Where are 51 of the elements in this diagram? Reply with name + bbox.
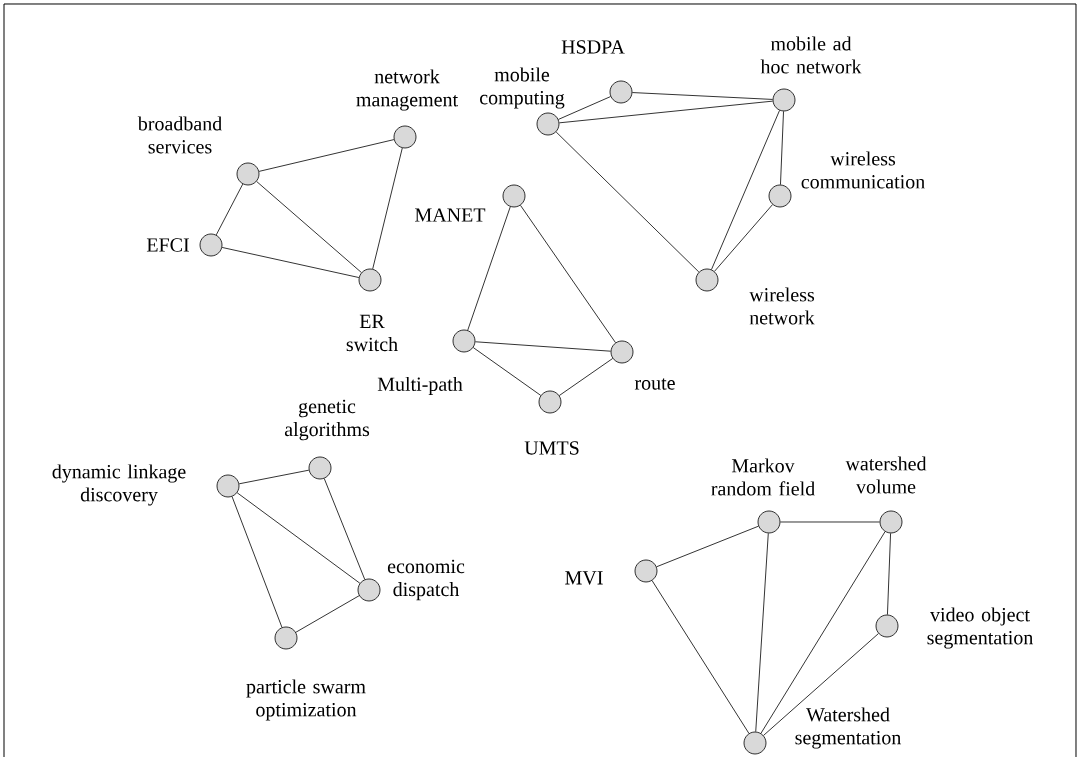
node-label: watershed volume (845, 456, 927, 494)
edge-line (558, 100, 774, 124)
edge-line (467, 206, 511, 331)
edge-line (236, 492, 361, 584)
edge-line (295, 595, 360, 633)
node-label: mobile ad hoc network (760, 36, 862, 74)
node-label: MVI (565, 571, 603, 585)
node-label: economic dispatch (387, 559, 465, 601)
edge-line (372, 147, 403, 270)
node-label: genetic algorithms (284, 399, 370, 441)
node-label: MANET (415, 208, 486, 222)
node-label: dynamic linkage discovery (52, 464, 186, 506)
edge-line (651, 580, 750, 734)
node-label: Multi-path (377, 376, 463, 396)
edge-line (558, 96, 611, 120)
node-label: route (634, 378, 675, 390)
edge-line (780, 521, 880, 523)
node-label: HSDPA (561, 40, 625, 54)
node-label: wireless network (749, 287, 815, 325)
edge-line (763, 633, 879, 736)
edge-line (887, 533, 891, 615)
node-label: Markov random field (711, 458, 815, 496)
edge-line (323, 478, 366, 580)
edge-line (760, 531, 886, 734)
node-label: video object segmentation (927, 607, 1034, 649)
edge-line (475, 341, 612, 352)
edge-line (221, 247, 360, 278)
edge-line (238, 469, 310, 485)
edge-line (656, 525, 759, 568)
edge-line (258, 139, 395, 172)
node-label: particle swarm optimization (246, 679, 366, 721)
node-label: ER switch (346, 314, 398, 352)
node-label: broadband services (137, 116, 222, 154)
edge-line (780, 110, 784, 185)
node-label: mobile computing (480, 67, 565, 109)
edge-line (555, 131, 700, 273)
edge-line (632, 92, 773, 100)
node-label: EFCI (146, 238, 189, 252)
edge-line (231, 496, 283, 628)
edge-line (755, 532, 769, 732)
edge-line (714, 204, 773, 272)
edge-line (711, 110, 780, 270)
node-label: network management (356, 69, 458, 111)
node-label: wireless communication (801, 151, 925, 189)
edge-line (472, 347, 542, 396)
edge-line (215, 183, 244, 236)
node-label: UMTS (524, 441, 579, 455)
edge-line (256, 181, 362, 273)
edge-line (558, 358, 614, 396)
node-label: Watershed segmentation (795, 707, 902, 749)
edge-line (520, 204, 616, 343)
